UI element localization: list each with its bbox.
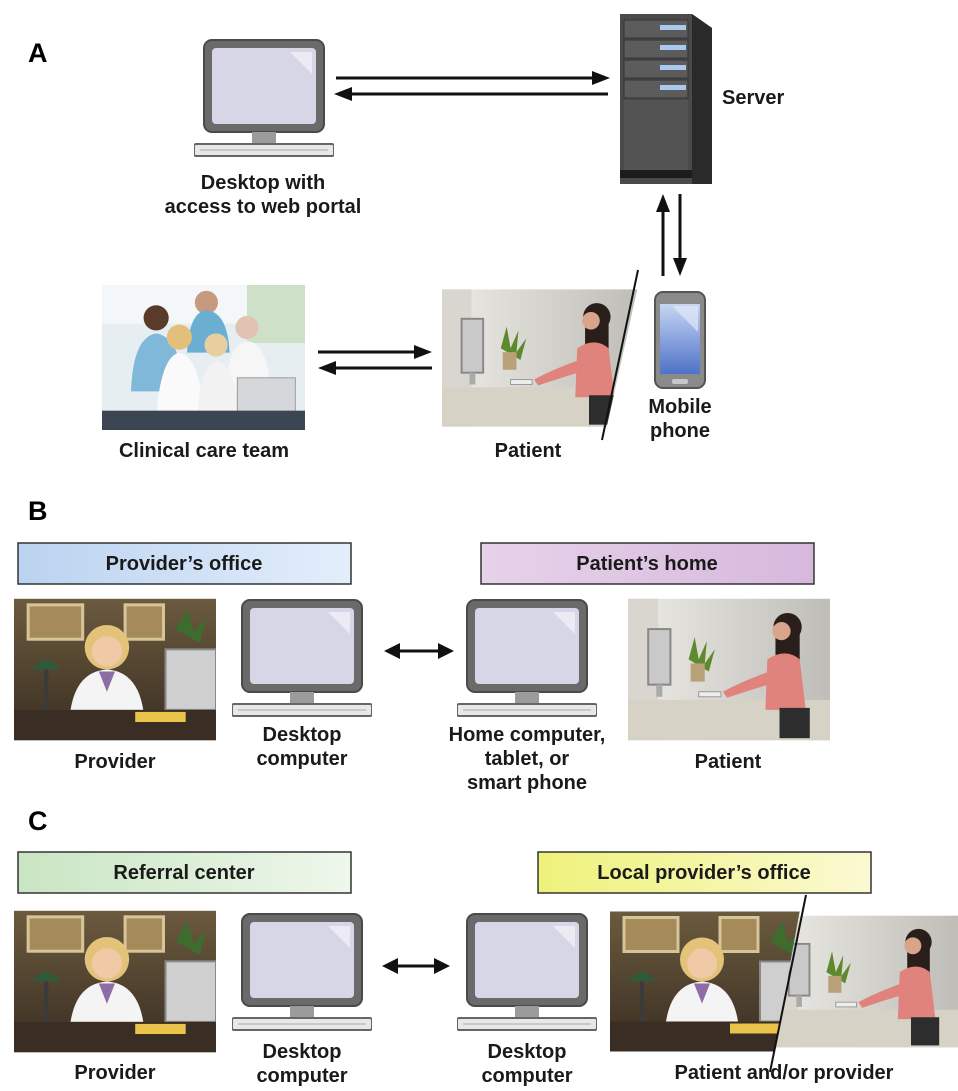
- panel-b-desktop-label-line1: Desktop: [263, 724, 342, 746]
- combined-label: Patient and/or provider: [675, 1062, 894, 1084]
- panel-b-letter: B: [28, 496, 48, 526]
- arrow-server-to-phone: [673, 194, 687, 276]
- mobile-label-line2: phone: [650, 420, 710, 442]
- home-label-line2: tablet, or: [485, 748, 570, 770]
- panel-c-left-desktop-label-line2: computer: [256, 1065, 347, 1086]
- panel-c-left-desktop-icon: [232, 913, 372, 1031]
- banner-referral-center-text: Referral center: [113, 862, 254, 884]
- banner-referral-center: Referral center: [17, 851, 352, 894]
- panel-c-double-arrow: [382, 958, 450, 974]
- care-team-label: Clinical care team: [119, 440, 289, 462]
- panel-b-double-arrow: [384, 643, 454, 659]
- arrow-team-to-patient: [318, 345, 432, 359]
- arrow-desktop-to-server: [336, 71, 610, 85]
- panel-c-left-desktop-label-line1: Desktop: [263, 1041, 342, 1063]
- banner-local-providers-office: Local provider’s office: [537, 851, 872, 894]
- panel-c-provider-photo: [14, 910, 216, 1053]
- banner-providers-office-text: Provider’s office: [106, 553, 263, 575]
- banner-providers-office: Provider’s office: [17, 542, 352, 585]
- home-label-line1: Home computer,: [449, 724, 606, 746]
- mobile-label-line1: Mobile: [648, 396, 711, 418]
- server-icon: [620, 14, 712, 184]
- panel-a-desktop-label-line1: Desktop with: [201, 172, 325, 194]
- panel-b-provider-photo: [14, 598, 216, 741]
- mobile-phone-icon: [654, 291, 706, 389]
- server-label: Server: [722, 87, 784, 109]
- panel-c-right-desktop-label-line1: Desktop: [488, 1041, 567, 1063]
- banner-patients-home: Patient’s home: [480, 542, 815, 585]
- panel-b-home-computer-icon: [457, 599, 597, 717]
- panel-c-right-desktop-icon: [457, 913, 597, 1031]
- panel-a-desktop-label-line2: access to web portal: [165, 196, 362, 218]
- panel-c-combined-photo: [610, 894, 958, 1073]
- panel-a-patient-label: Patient: [495, 440, 562, 462]
- panel-b-provider-label: Provider: [74, 751, 155, 773]
- panel-b-patient-label: Patient: [695, 751, 762, 773]
- banner-patients-home-text: Patient’s home: [576, 553, 718, 575]
- panel-b-desktop-label-line2: computer: [256, 748, 347, 770]
- clinical-care-team-photo: [101, 285, 306, 430]
- arrow-server-to-desktop: [334, 87, 608, 101]
- panel-a-patient-photo: [442, 269, 639, 441]
- panel-a-letter: A: [28, 38, 48, 68]
- panel-b-desktop-icon: [232, 599, 372, 717]
- arrow-patient-to-team: [318, 361, 432, 375]
- panel-c-right-desktop-label-line2: computer: [481, 1065, 572, 1086]
- panel-c-letter: C: [28, 806, 48, 836]
- arrow-phone-to-server: [656, 194, 670, 276]
- banner-local-providers-office-text: Local provider’s office: [597, 862, 810, 884]
- panel-a-desktop-icon: [194, 39, 334, 157]
- panel-b-patient-photo: [628, 598, 830, 741]
- panel-c-provider-label: Provider: [74, 1062, 155, 1084]
- home-label-line3: smart phone: [467, 772, 587, 794]
